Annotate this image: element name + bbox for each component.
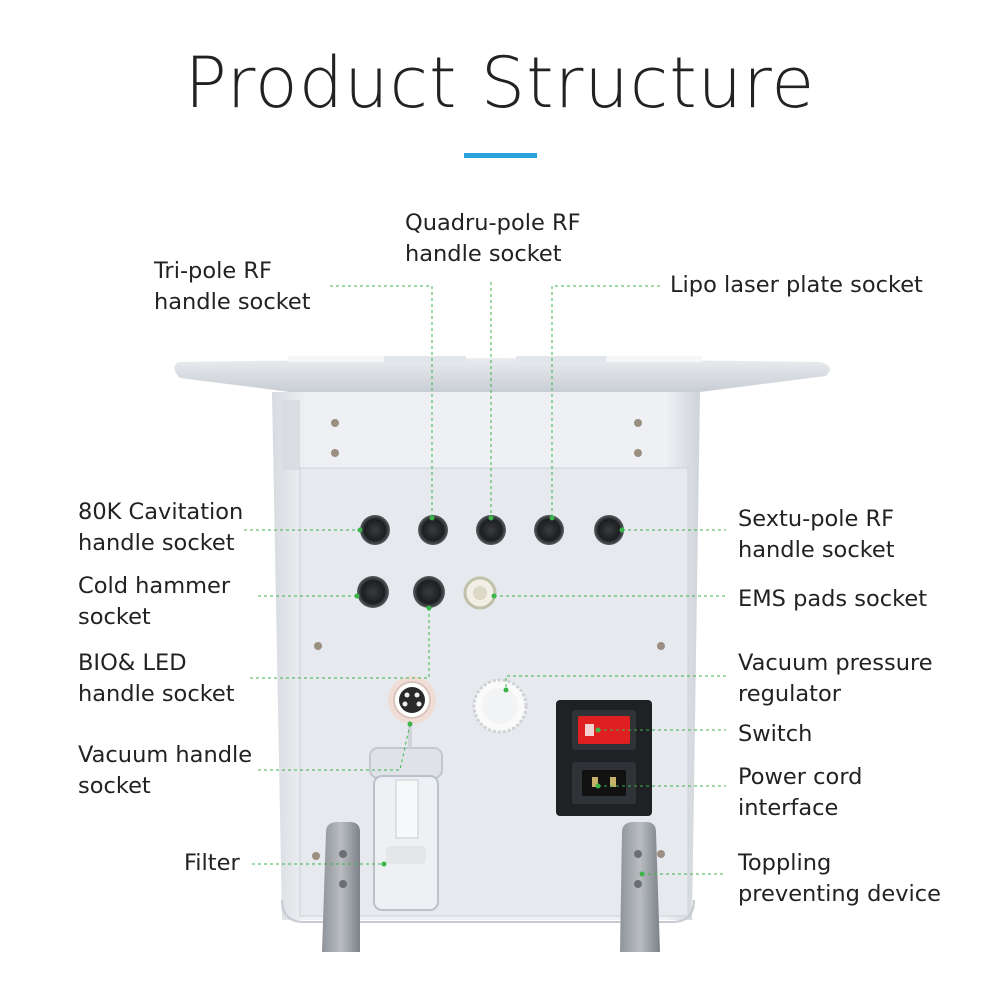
label-filter: Filter — [184, 850, 240, 876]
leader-lines — [244, 282, 726, 875]
label-quadru-pole-rf: Quadru-pole RF handle socket — [405, 210, 581, 267]
label-cold-hammer: Cold hammer socket — [78, 573, 231, 630]
toppling-legs — [322, 822, 660, 952]
label-sextu-pole-rf: Sextu-pole RF handle socket — [738, 506, 895, 563]
filter-cup — [369, 724, 443, 911]
power-module — [556, 700, 652, 816]
sockets-row-1 — [360, 515, 624, 545]
label-toppling: Toppling preventing device — [738, 850, 941, 907]
label-vacuum-handle: Vacuum handle socket — [78, 742, 253, 799]
label-ems-pads: EMS pads socket — [738, 586, 928, 612]
label-vacuum-regulator: Vacuum pressure regulator — [738, 650, 933, 707]
top-tray — [174, 356, 830, 392]
label-80k-cavitation: 80K Cavitation handle socket — [78, 499, 244, 556]
vacuum-handle-socket — [388, 676, 436, 724]
page-title: Product Structure — [184, 42, 816, 124]
label-switch: Switch — [738, 721, 813, 747]
sockets-row-2 — [357, 576, 497, 610]
label-bio-led: BIO& LED handle socket — [78, 650, 235, 707]
label-lipo-laser: Lipo laser plate socket — [670, 272, 923, 298]
label-power-cord: Power cord interface — [738, 764, 863, 821]
screws — [312, 419, 665, 860]
vacuum-pressure-knob — [472, 678, 528, 734]
leader-dots — [354, 515, 645, 877]
label-tri-pole-rf: Tri-pole RF handle socket — [154, 258, 311, 315]
title-underline — [464, 153, 537, 158]
